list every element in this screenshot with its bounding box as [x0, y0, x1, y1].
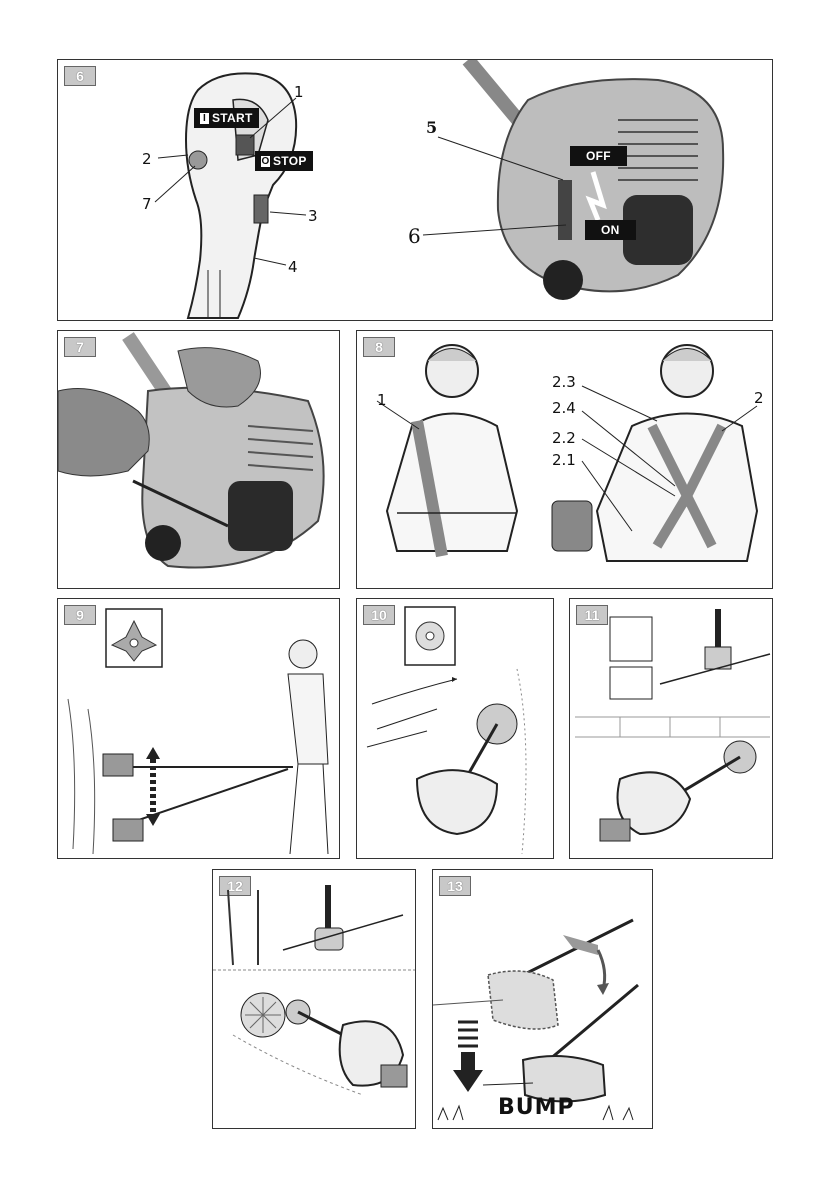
stop-symbol: O	[261, 156, 270, 167]
callout-7: 7	[142, 195, 152, 213]
callout-2-4: 2.4	[552, 399, 576, 417]
figure-panel-9: 9	[57, 598, 340, 859]
off-label-text: OFF	[586, 149, 611, 163]
start-symbol: I	[200, 113, 209, 124]
callout-2-1: 2.1	[552, 451, 576, 469]
on-label-text: ON	[601, 223, 620, 237]
callout-2: 2	[142, 150, 152, 168]
figure-panel-13: 13 BUMP	[432, 869, 653, 1129]
figure-panel-8: 8 1 2.3 2 2.4 2.2 2.1	[356, 330, 773, 589]
tree-trimming-illustration	[213, 870, 416, 1129]
figure-panel-11: 11	[569, 598, 773, 859]
throttle-handle-illustration	[58, 60, 773, 321]
choke-off-label: OFF	[570, 146, 627, 166]
callout-5: 5	[426, 118, 437, 137]
figure-panel-7: 7	[57, 330, 340, 589]
callout-1: 1	[377, 391, 387, 409]
callout-4: 4	[288, 258, 298, 276]
start-label-text: START	[212, 111, 253, 125]
primer-bulb-photo	[58, 331, 340, 589]
blade-trimming-illustration	[58, 599, 340, 859]
callout-2-2: 2.2	[552, 429, 576, 447]
callout-6: 6	[408, 224, 421, 248]
bump-text: BUMP	[498, 1095, 575, 1120]
figure-panel-12: 12	[212, 869, 416, 1129]
wall-trimming-illustration	[570, 599, 773, 859]
callout-3: 3	[308, 207, 318, 225]
callout-2-3: 2.3	[552, 373, 576, 391]
callout-2: 2	[754, 389, 764, 407]
clearing-saw-illustration	[357, 599, 554, 859]
stop-label-text: STOP	[273, 154, 307, 168]
callout-1: 1	[294, 83, 304, 101]
figure-panel-10: 10	[356, 598, 554, 859]
choke-on-label: ON	[585, 220, 636, 240]
bump-feed-illustration	[433, 870, 653, 1129]
